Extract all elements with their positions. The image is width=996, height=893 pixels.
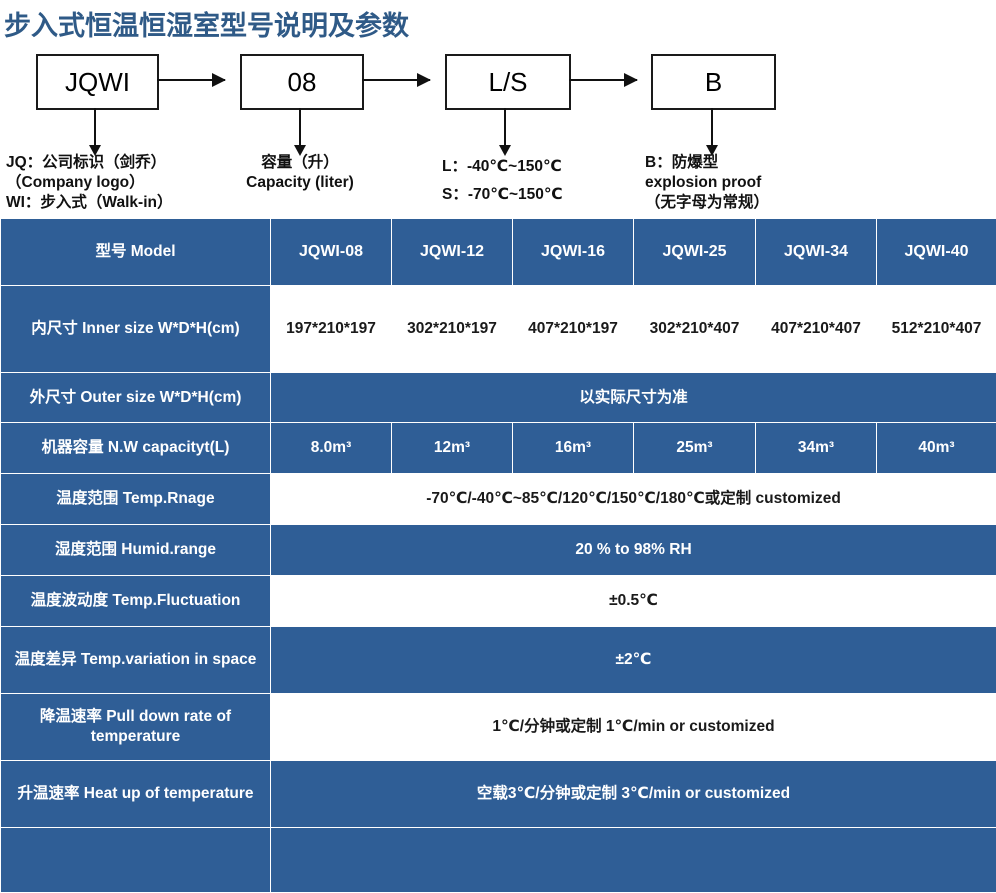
cell-capacity-3: 25m³ [634,423,756,474]
row-label-temp-fluctuation: 温度波动度 Temp.Fluctuation [1,576,271,627]
table-header-model-0: JQWI-08 [271,219,392,286]
page-title: 步入式恒温恒湿室型号说明及参数 [4,4,409,43]
table-row: 升温速率 Heat up of temperature 空载3℃/分钟或定制 3… [1,761,996,828]
spec-table: 型号 Model JQWI-08 JQWI-12 JQWI-16 JQWI-25… [0,218,996,893]
table-header-model-1: JQWI-12 [392,219,513,286]
table-row: 外尺寸 Outer size W*D*H(cm) 以实际尺寸为准 [1,373,996,423]
table-row: 降温速率 Pull down rate of temperature 1℃/分钟… [1,694,996,761]
diagram-box-ls-label: L/S [488,67,527,98]
table-row: 温度范围 Temp.Rnage -70℃/-40℃~85℃/120℃/150℃/… [1,474,996,525]
spec-table-body: 型号 Model JQWI-08 JQWI-12 JQWI-16 JQWI-25… [1,219,996,893]
cell-capacity-5: 40m³ [877,423,996,474]
table-header-model-5: JQWI-40 [877,219,996,286]
diagram-box-jqwi: JQWI [36,54,159,110]
model-code-diagram: JQWI 08 L/S B JQ：公司标识（剑乔） （Company logo）… [0,48,996,218]
cell-capacity-4: 34m³ [756,423,877,474]
cell-inner-size-5: 512*210*407 [877,286,996,373]
diagram-box-b-label: B [705,67,722,98]
table-header-row: 型号 Model JQWI-08 JQWI-12 JQWI-16 JQWI-25… [1,219,996,286]
arrow-down-icon-1 [94,108,96,146]
table-row-clipped [1,828,996,893]
table-row: 机器容量 N.W capacityt(L) 8.0m³ 12m³ 16m³ 25… [1,423,996,474]
row-label-heat-up-rate: 升温速率 Heat up of temperature [1,761,271,828]
table-header-label: 型号 Model [1,219,271,286]
row-label-outer-size: 外尺寸 Outer size W*D*H(cm) [1,373,271,423]
table-header-model-3: JQWI-25 [634,219,756,286]
arrow-right-icon-3 [569,79,637,81]
cell-clipped-merged [271,828,996,893]
arrow-down-icon-4 [711,108,713,146]
diagram-box-jqwi-label: JQWI [65,67,130,98]
cell-outer-size-merged: 以实际尺寸为准 [271,373,996,423]
row-label-temp-range: 温度范围 Temp.Rnage [1,474,271,525]
cell-inner-size-4: 407*210*407 [756,286,877,373]
cell-inner-size-0: 197*210*197 [271,286,392,373]
table-header-model-4: JQWI-34 [756,219,877,286]
row-label-temp-variation: 温度差异 Temp.variation in space [1,627,271,694]
table-row: 湿度范围 Humid.range 20 % to 98% RH [1,525,996,576]
cell-temp-fluctuation-merged: ±0.5℃ [271,576,996,627]
arrow-right-icon-2 [362,79,430,81]
cell-inner-size-2: 407*210*197 [513,286,634,373]
row-label-pull-down-rate: 降温速率 Pull down rate of temperature [1,694,271,761]
cell-temp-range-merged: -70℃/-40℃~85℃/120℃/150℃/180℃或定制 customiz… [271,474,996,525]
page-root: 步入式恒温恒湿室型号说明及参数 JQWI 08 L/S B JQ：公司标识（剑乔… [0,0,996,810]
row-label-inner-size: 内尺寸 Inner size W*D*H(cm) [1,286,271,373]
row-label-humid-range: 湿度范围 Humid.range [1,525,271,576]
cell-pull-down-rate-merged: 1℃/分钟或定制 1℃/min or customized [271,694,996,761]
diagram-box-b: B [651,54,776,110]
diagram-caption-capacity: 容量（升） Capacity (liter) [226,153,374,193]
diagram-caption-b: B：防爆型 explosion proof （无字母为常规） [645,153,769,213]
cell-humid-range-merged: 20 % to 98% RH [271,525,996,576]
cell-inner-size-3: 302*210*407 [634,286,756,373]
table-header-model-2: JQWI-16 [513,219,634,286]
diagram-caption-ls: L：-40℃~150℃ S：-70℃~150℃ [442,153,563,209]
table-row: 内尺寸 Inner size W*D*H(cm) 197*210*197 302… [1,286,996,373]
cell-capacity-1: 12m³ [392,423,513,474]
row-label-capacity: 机器容量 N.W capacityt(L) [1,423,271,474]
row-label-clipped [1,828,271,893]
diagram-box-ls: L/S [445,54,571,110]
cell-temp-variation-merged: ±2℃ [271,627,996,694]
diagram-box-08-label: 08 [288,67,317,98]
cell-capacity-0: 8.0m³ [271,423,392,474]
cell-heat-up-rate-merged: 空载3℃/分钟或定制 3℃/min or customized [271,761,996,828]
table-row: 温度波动度 Temp.Fluctuation ±0.5℃ [1,576,996,627]
cell-inner-size-1: 302*210*197 [392,286,513,373]
arrow-down-icon-3 [504,108,506,146]
table-row: 温度差异 Temp.variation in space ±2℃ [1,627,996,694]
diagram-caption-jqwi: JQ：公司标识（剑乔） （Company logo） WI：步入式（Walk-i… [6,153,172,213]
diagram-box-08: 08 [240,54,364,110]
arrow-right-icon-1 [157,79,225,81]
arrow-down-icon-2 [299,108,301,146]
cell-capacity-2: 16m³ [513,423,634,474]
